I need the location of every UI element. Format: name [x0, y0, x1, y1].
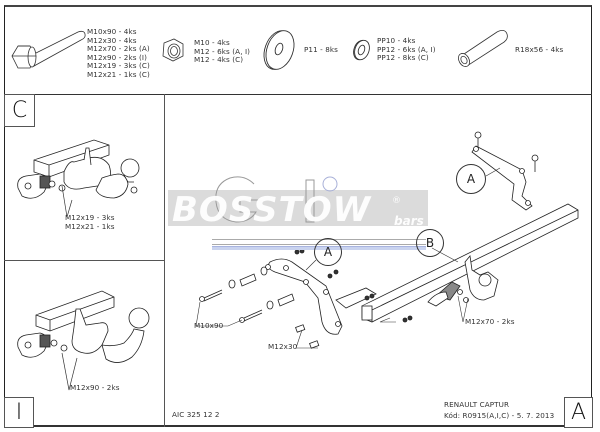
watermark-brand: BOSSTOW: [172, 190, 372, 230]
bolt-line: M12x21 - 1ks (C): [87, 69, 150, 79]
watermark-registered: ®: [392, 196, 401, 206]
drawing-number: AIC 325 12 2: [172, 410, 220, 419]
nut-line: M10 - 4ks: [194, 38, 230, 47]
spring-washer-line: PP12 - 6ks (A, I): [377, 44, 436, 54]
panel-i-label: I: [4, 397, 34, 428]
spacer-tube-label: R18x56 - 4ks: [515, 45, 564, 54]
large-washer-icon: [263, 30, 295, 70]
bolt-line: M12x70 - 2ks (A): [87, 44, 150, 54]
large-washer-label: P11 - 8ks: [304, 45, 339, 54]
towbar-detachable-c-drawing: [17, 139, 140, 199]
bolt-line: M12x90 - 2ks (I): [87, 52, 148, 62]
spring-washer-line: PP10 - 4ks: [377, 36, 416, 45]
nut-line: M12 - 6ks (A, I): [194, 46, 251, 56]
callout-circle-b: B: [416, 229, 444, 257]
callout-m12x30: M12x30: [268, 342, 298, 351]
bolt-line: M10x90 - 4ks: [87, 27, 137, 36]
callout-m10x90: M10x90: [194, 321, 224, 330]
callout-circle-a-upper: A: [456, 164, 486, 194]
panel-c-label: C: [4, 94, 35, 127]
callout-m12x19: M12x19 - 3ks: [65, 213, 115, 222]
main-view-label: A: [564, 397, 593, 428]
left-column-divider: [164, 94, 165, 427]
drawing-frame: [4, 5, 592, 427]
bolt-list: M10x90 - 4ks M12x30 - 4ks M12x70 - 2ks (…: [87, 27, 150, 80]
watermark-sub: bars: [394, 214, 424, 228]
watermark-band: [168, 190, 428, 226]
left-panel-divider: [4, 260, 164, 261]
spring-washer-icon: [353, 39, 370, 61]
parts-row-divider: [4, 94, 592, 95]
panel-c-callouts: M12x19 - 3ks M12x21 - 1ks: [65, 213, 115, 231]
nut-line: M12 - 4ks (C): [194, 55, 244, 65]
vehicle-name: RENAULT CAPTUR: [444, 400, 510, 409]
callout-m12x21: M12x21 - 1ks: [65, 221, 115, 231]
callout-m12x70: M12x70 - 2ks: [465, 317, 515, 326]
spacer-tube-icon: [458, 30, 508, 67]
hex-nut-icon: [162, 38, 184, 62]
spring-washer-line: PP12 - 8ks (C): [377, 53, 429, 63]
callout-m12x90: M12x90 - 2ks: [70, 383, 120, 392]
bolt-line: M12x30 - 4ks: [87, 35, 137, 45]
hex-bolt-icon: [11, 30, 86, 69]
towbar-fixed-i-drawing: [17, 290, 150, 363]
spring-washer-list: PP10 - 4ks PP12 - 6ks (A, I) PP12 - 8ks …: [377, 36, 436, 63]
drawing-code: Kód: R0915(A,I,C) - 5. 7. 2013: [444, 411, 555, 420]
bolt-line: M12x19 - 3ks (C): [87, 61, 150, 71]
watermark-logo-outline: [215, 176, 338, 223]
nut-list: M10 - 4ks M12 - 6ks (A, I) M12 - 4ks (C): [194, 38, 251, 65]
callout-circle-a-lower: A: [314, 238, 342, 266]
